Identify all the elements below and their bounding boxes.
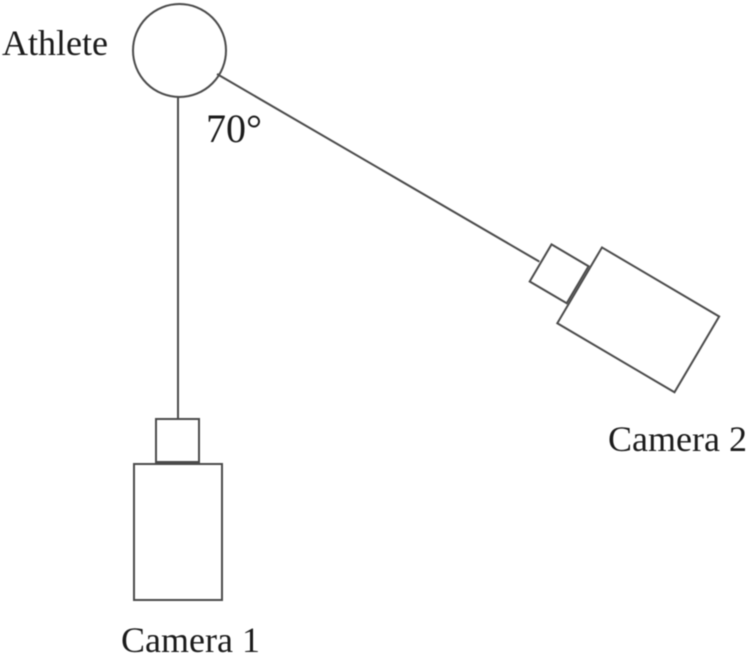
camera-1-body (133, 463, 223, 601)
athlete-label: Athlete (2, 23, 108, 63)
angle-label: 70° (206, 106, 262, 151)
camera-1-lens (155, 418, 201, 463)
camera-1-group (133, 418, 223, 601)
sight-line-camera-1 (177, 96, 179, 418)
athlete-head-circle (132, 3, 227, 98)
sight-line-camera-2 (216, 73, 540, 263)
camera-1-label: Camera 1 (121, 620, 260, 659)
camera-2-label: Camera 2 (608, 419, 747, 459)
camera-2-group (517, 223, 721, 394)
